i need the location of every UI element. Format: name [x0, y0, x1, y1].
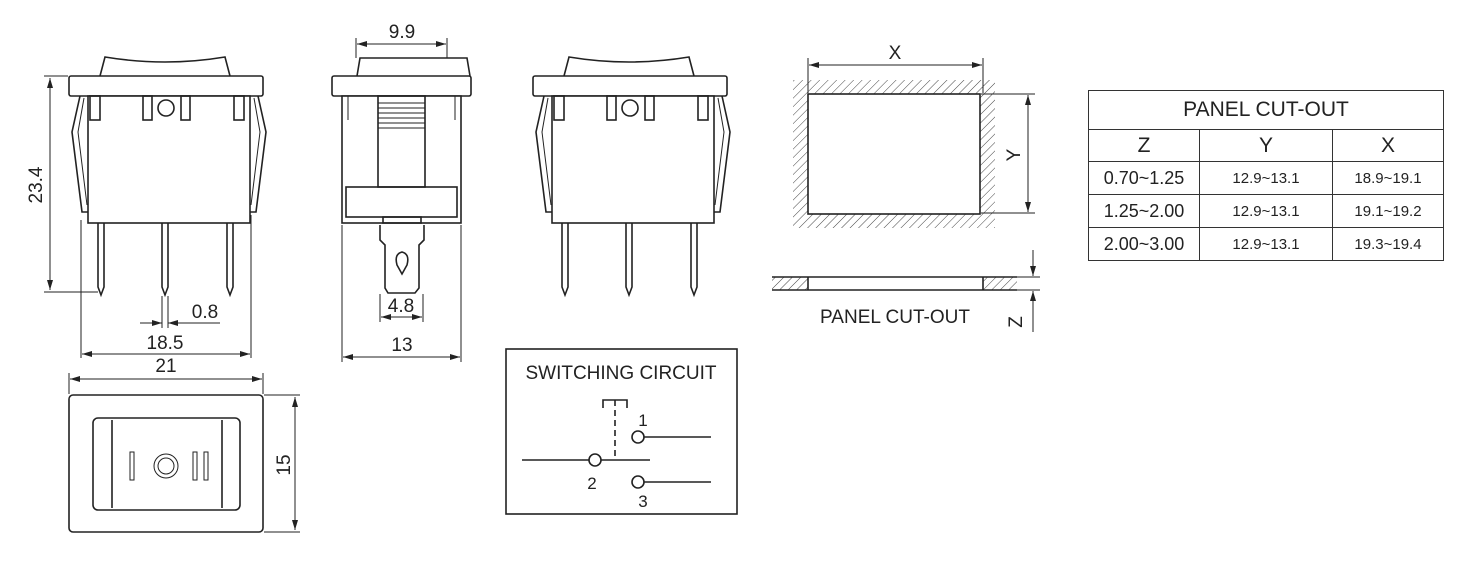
terminal-3-contact: [631, 475, 645, 489]
header-z: Z: [1088, 129, 1200, 162]
cell-y: 12.9~13.1: [1199, 194, 1333, 228]
on-ii-symbol-icon: [192, 451, 198, 481]
rocker-width-dim-label: 9.9: [389, 22, 415, 43]
cell-z: 2.00~3.00: [1088, 227, 1200, 261]
y-label: Y: [1004, 148, 1025, 161]
height-dim-label: 23.4: [26, 166, 47, 203]
cell-x: 18.9~19.1: [1332, 161, 1444, 195]
table-row: 0.70~1.25 12.9~13.1 18.9~19.1: [1088, 161, 1444, 195]
neutral-symbol-icon: [153, 453, 179, 479]
switching-circuit: SWITCHING CIRCUIT 1 2 3: [505, 348, 738, 515]
on-symbol-icon: [129, 451, 135, 481]
pin-span-dim-label: 18.5: [147, 333, 184, 354]
terminal-2-label: 2: [587, 474, 596, 493]
table-header-row: Z Y X: [1088, 129, 1444, 162]
pin-width-dim-label: 0.8: [192, 302, 218, 323]
cell-y: 12.9~13.1: [1199, 161, 1333, 195]
front-view-2: [532, 56, 731, 296]
cell-x: 19.3~19.4: [1332, 227, 1444, 261]
panel-cutout-table: PANEL CUT-OUT Z Y X 0.70~1.25 12.9~13.1 …: [1088, 90, 1444, 261]
z-label: Z: [1006, 316, 1027, 328]
cell-x: 19.1~19.2: [1332, 194, 1444, 228]
terminal-width-dim-label: 4.8: [388, 296, 414, 317]
header-y: Y: [1199, 129, 1333, 162]
panel-cutout-caption: PANEL CUT-OUT: [820, 307, 970, 328]
header-x: X: [1332, 129, 1444, 162]
terminal-1-contact: [631, 430, 645, 444]
side-view: 9.9 4.8 13: [331, 22, 472, 362]
cell-z: 1.25~2.00: [1088, 194, 1200, 228]
x-label: X: [889, 43, 902, 64]
table-row: 1.25~2.00 12.9~13.1 19.1~19.2: [1088, 194, 1444, 228]
top-width-dim-label: 21: [155, 356, 176, 377]
cell-z: 0.70~1.25: [1088, 161, 1200, 195]
terminal-1-label: 1: [638, 411, 647, 430]
switch-front-outline: [68, 56, 267, 296]
switching-circuit-title: SWITCHING CIRCUIT: [525, 363, 716, 384]
top-view: 21 15: [68, 356, 300, 533]
panel-cutout-drawing: X Y Z PANEL CUT-OUT: [772, 43, 1040, 332]
terminal-3-label: 3: [638, 492, 647, 511]
front-view: 23.4 0.8 18.5: [26, 56, 267, 358]
table-row: 2.00~3.00 12.9~13.1 19.3~19.4: [1088, 227, 1444, 261]
top-height-dim-label: 15: [274, 454, 295, 475]
cell-y: 12.9~13.1: [1199, 227, 1333, 261]
body-depth-dim-label: 13: [391, 335, 412, 356]
table-title: PANEL CUT-OUT: [1088, 90, 1444, 130]
terminal-2-contact: [588, 453, 602, 467]
